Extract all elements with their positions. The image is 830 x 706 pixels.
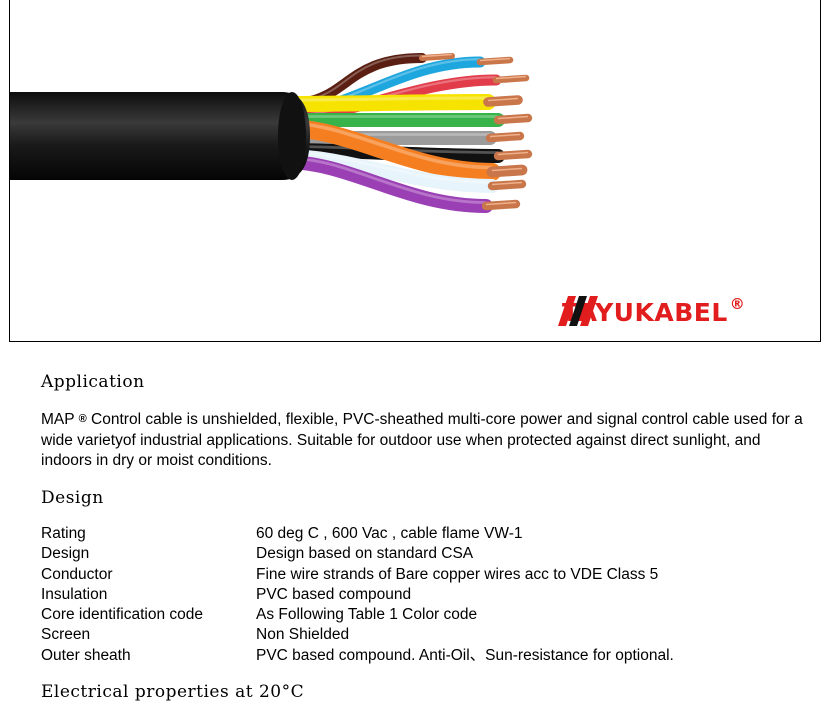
spec-label: Design [41, 545, 90, 563]
brand-logo: TAYUKABEL® [558, 295, 745, 328]
copper-conductor [487, 179, 527, 191]
product-name: MAP [41, 411, 75, 428]
spec-value: PVC based compound. Anti-Oil、Sun-resista… [256, 646, 674, 664]
spec-row: Design Design based on standard CSA [41, 544, 821, 564]
cable-cores [277, 53, 505, 213]
design-heading: Design [41, 488, 104, 508]
application-text: Control cable is unshielded, flexible, P… [41, 411, 803, 469]
spec-label: Conductor [41, 565, 113, 583]
electrical-heading: Electrical properties at 20°C [41, 682, 305, 702]
cable-core [278, 94, 496, 112]
spec-row: Conductor Fine wire strands of Bare coppe… [41, 565, 821, 585]
copper-conductor-highlight [421, 53, 453, 58]
copper-conductor-highlight [491, 181, 523, 186]
spec-value: PVC based compound [256, 585, 412, 603]
copper-conductors [419, 53, 533, 211]
spec-row: Outer sheath PVC based compound. Anti-Oil… [41, 646, 821, 666]
copper-conductor [485, 131, 525, 143]
spec-label: Outer sheath [41, 646, 131, 664]
spec-value: As Following Table 1 Color code [256, 606, 478, 624]
spec-value: Fine wire strands of Bare copper wires a… [256, 565, 659, 583]
copper-conductor-highlight [479, 57, 511, 62]
copper-conductor-highlight [491, 167, 523, 172]
copper-conductor-highlight [485, 201, 517, 206]
cable-sheath-end [278, 92, 306, 180]
cable-core-highlight [289, 121, 493, 170]
copper-conductor [419, 53, 455, 61]
spec-label: Core identification code [41, 606, 203, 624]
spec-label: Insulation [41, 585, 108, 603]
copper-conductor-highlight [497, 151, 529, 156]
product-image-panel: TAYUKABEL® [9, 0, 821, 342]
brand-stripes-icon [558, 296, 598, 326]
cable-core-highlight [289, 157, 487, 204]
spec-value: Design based on standard CSA [256, 545, 474, 563]
copper-conductor [486, 164, 528, 178]
cable-illustration [10, 53, 533, 213]
spec-row: Core identification code As Following Tab… [41, 605, 821, 625]
copper-conductor [493, 113, 533, 125]
cable-sheath [10, 92, 310, 180]
copper-conductor [493, 149, 533, 161]
cable-core [279, 155, 493, 213]
spec-row: Insulation PVC based compound [41, 585, 821, 605]
application-heading: Application [41, 372, 145, 392]
spec-value: Non Shielded [256, 626, 350, 644]
spec-row: Rating 60 deg C , 600 Vac , cable flame V… [41, 524, 821, 544]
spec-value: 60 deg C , 600 Vac , cable flame VW-1 [256, 525, 523, 542]
copper-conductor-highlight [489, 133, 521, 138]
brand-registered-mark: ® [729, 295, 745, 313]
spec-label: Screen [41, 626, 91, 644]
cable-core-highlight [289, 151, 493, 184]
copper-conductor [492, 74, 530, 84]
registered-mark: ® [78, 413, 87, 425]
spec-label: Rating [41, 525, 86, 542]
copper-conductor-highlight [495, 75, 527, 80]
cable-core-highlight [289, 96, 489, 102]
application-paragraph: MAP ® Control cable is unshielded, flexi… [41, 410, 811, 472]
copper-conductor-highlight [487, 97, 519, 102]
copper-conductor [483, 95, 523, 107]
design-spec-table: Rating 60 deg C , 600 Vac , cable flame V… [41, 524, 821, 666]
spec-row: Screen Non Shielded [41, 625, 821, 645]
copper-conductor-highlight [497, 115, 529, 120]
copper-conductor [476, 56, 514, 66]
copper-conductor [481, 199, 521, 211]
